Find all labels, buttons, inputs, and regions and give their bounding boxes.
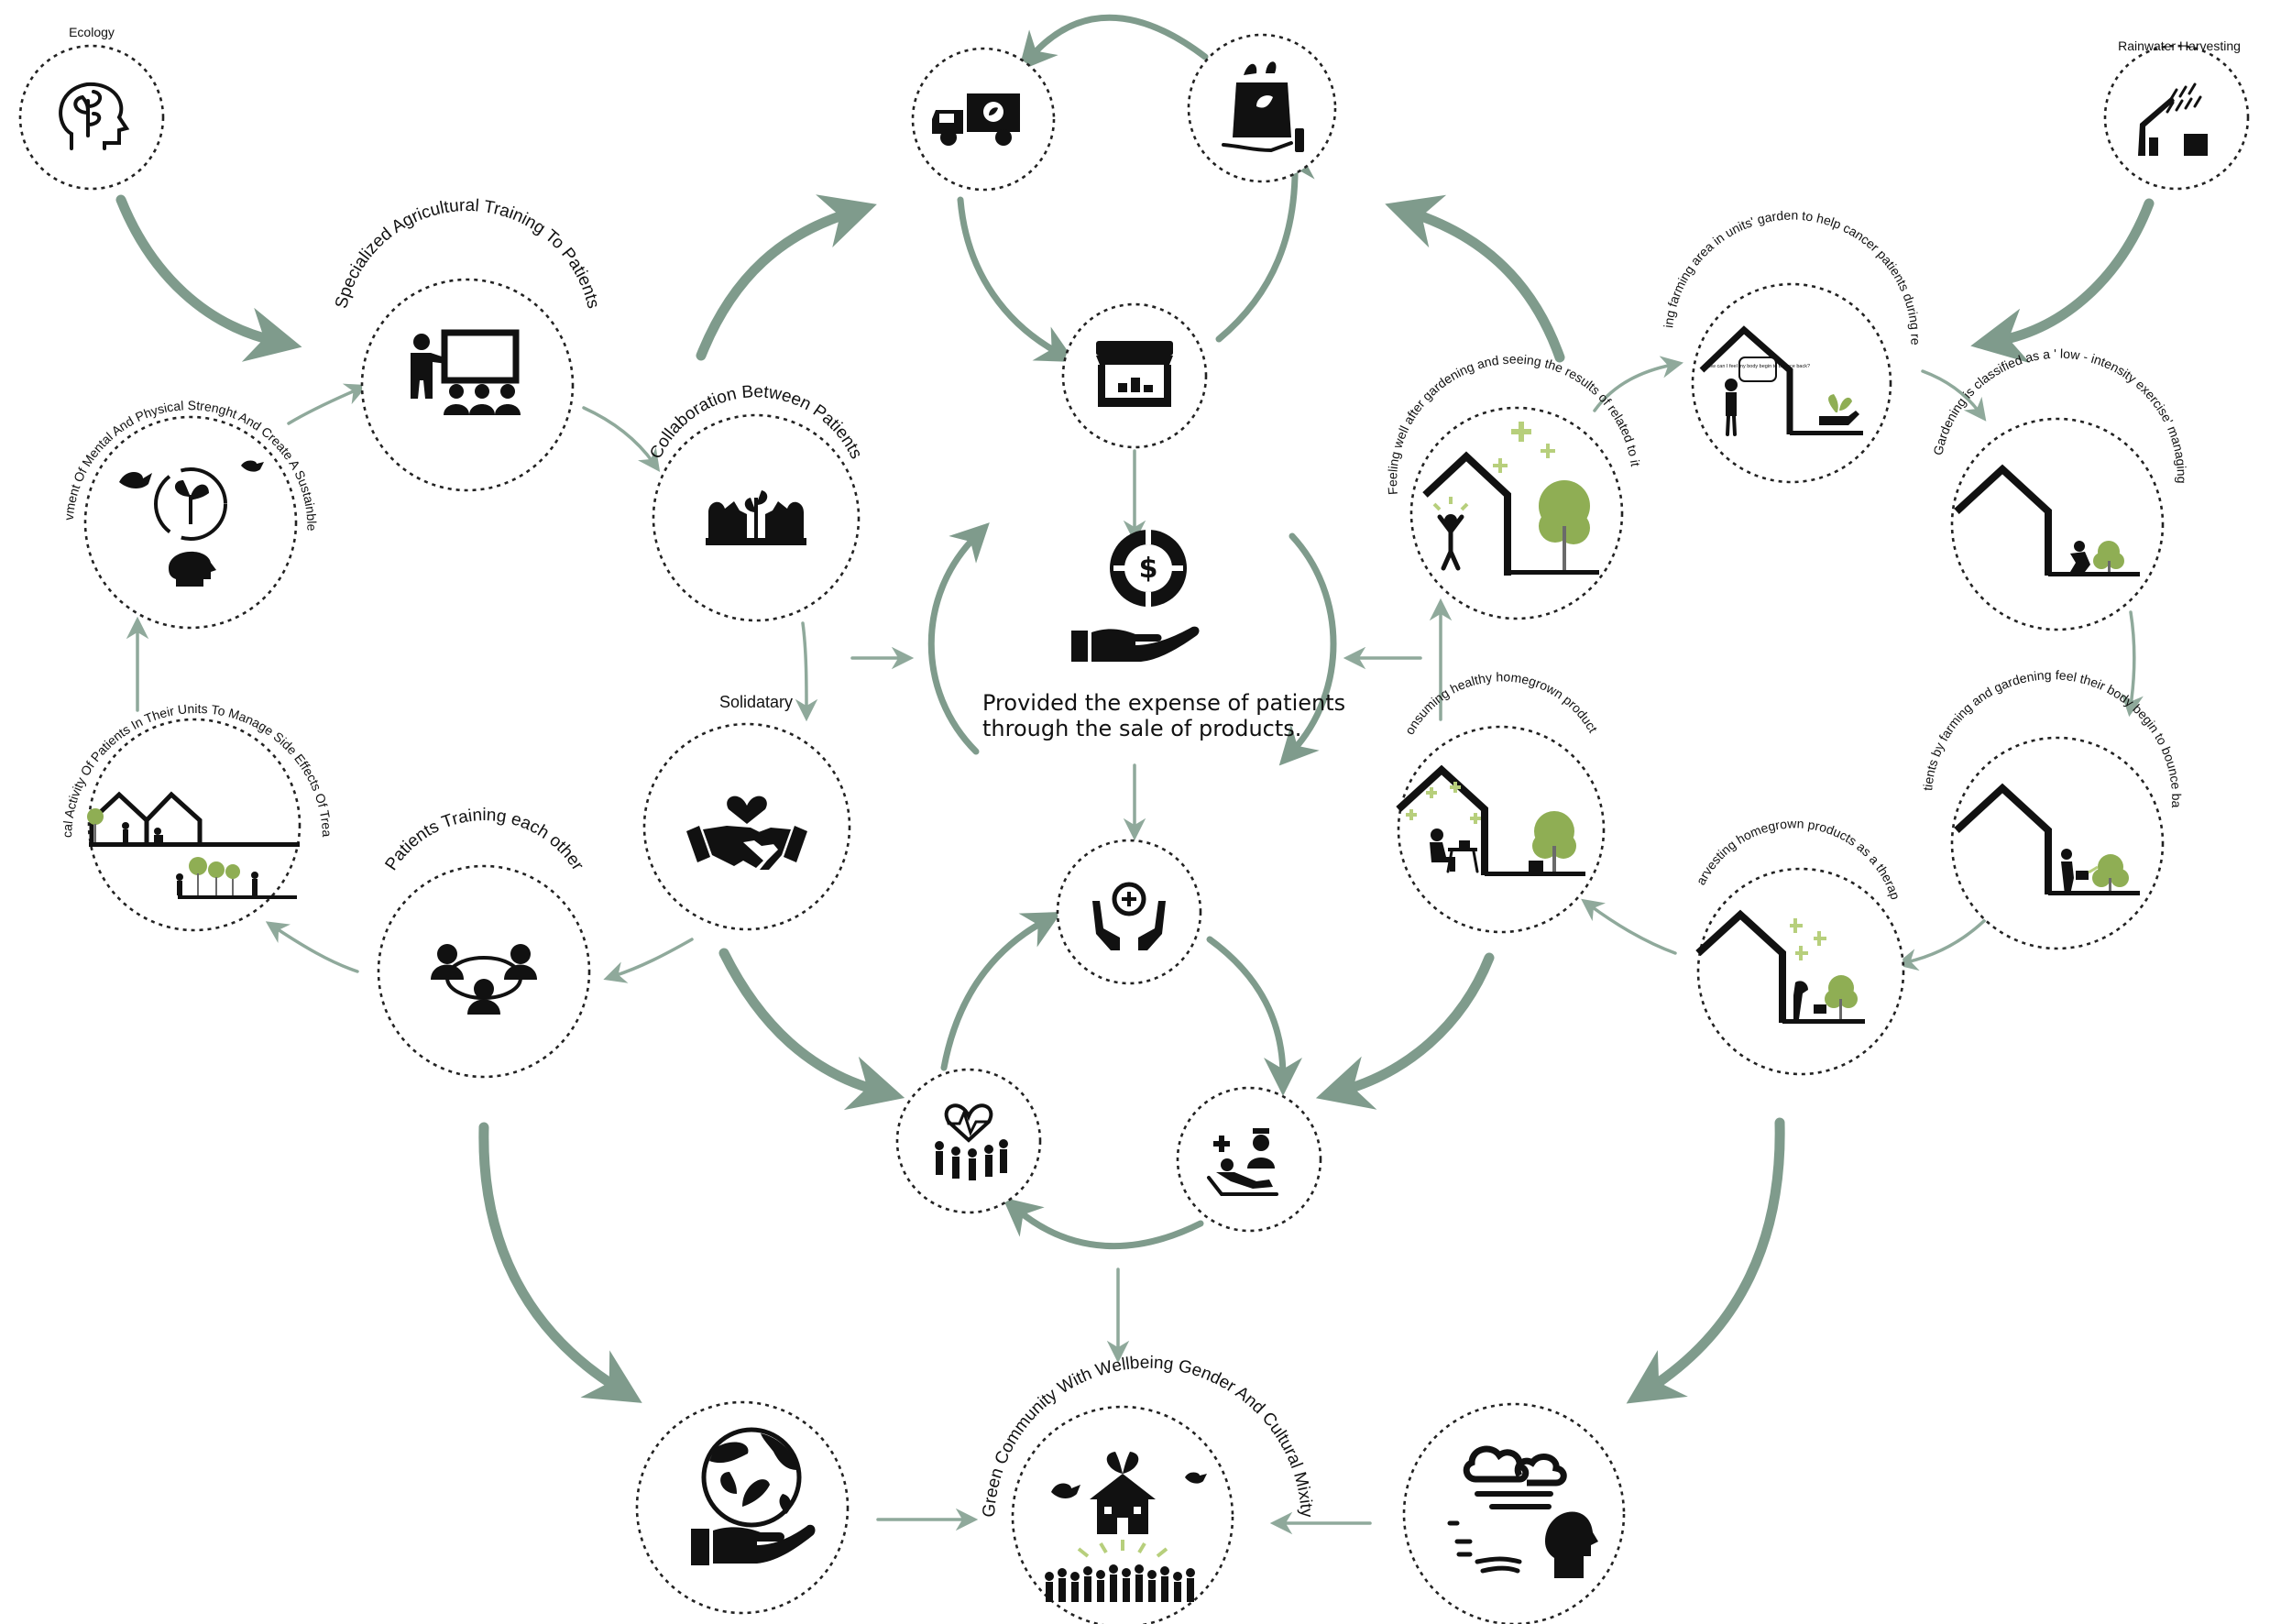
arrow-heart-to-health <box>940 911 1062 1071</box>
heart-people-icon <box>935 1103 1008 1180</box>
homegrown-meal-icon <box>1396 764 1585 876</box>
node-heart-people <box>895 1068 1042 1214</box>
classroom-icon <box>411 329 521 415</box>
market-stall-icon <box>1096 341 1173 407</box>
arrow-market-to-bag <box>1215 141 1315 343</box>
delivery-truck-icon <box>932 93 1020 146</box>
arrow-truck-to-market <box>957 196 1076 363</box>
clean-air-icon <box>1447 1445 1598 1578</box>
arrow-providing-to-gardening <box>1921 369 1987 422</box>
label-ecology: Ecology <box>69 25 115 39</box>
arrow-harvest-to-consuming <box>1581 898 1677 955</box>
svg-text:$: $ <box>1139 553 1158 585</box>
arrow-health-to-nurse <box>1206 936 1302 1096</box>
node-rainwater: Rainwater Harvesting <box>2103 38 2250 191</box>
node-bag <box>1187 33 1337 183</box>
center-text-line1: Provided the expense of patients <box>982 690 1345 716</box>
money-hand-icon: $ <box>1071 530 1200 662</box>
community-icon <box>1045 1452 1207 1602</box>
label-consuming: Consuming healthy homegrown products <box>0 0 1601 737</box>
harvest-therapy-icon <box>1695 909 1865 1024</box>
arrow-feeling-to-bag <box>1385 194 1565 363</box>
node-market <box>1061 302 1208 449</box>
nurse-patient-icon <box>1207 1128 1278 1196</box>
node-breath <box>1402 1402 1626 1624</box>
sprout-hands-icon <box>706 490 806 545</box>
node-money: $ Provided the expense of patients throu… <box>982 530 1345 741</box>
node-globe <box>635 1400 850 1615</box>
node-collaboration: Collaboration Between Patients <box>646 382 866 622</box>
node-truck <box>911 47 1056 192</box>
node-gardening: Gardening is classified as a ' low - int… <box>1930 346 2189 631</box>
arrow-ptraining-to-globe <box>478 1122 642 1403</box>
houses-activity-icon <box>87 791 300 899</box>
label-solidatary: Solidatary <box>719 693 793 711</box>
arrow-solidatary-to-ptraining <box>603 938 694 983</box>
gardening-joy-icon <box>1422 422 1599 576</box>
health-hands-icon <box>1092 882 1166 950</box>
speech-bubble-text: How can I feel my body begin to bounce b… <box>1705 364 1810 369</box>
flow-arrows <box>115 14 2155 1535</box>
arrow-ptraining-to-physical <box>265 921 359 973</box>
arrow-solidatary-to-heart <box>718 948 905 1111</box>
heart-handshake-icon <box>686 796 807 870</box>
team-icon <box>431 944 537 1015</box>
watering-plant-icon <box>1954 783 2140 895</box>
center-text-line2: through the sale of products. <box>982 716 1301 741</box>
node-patients-training: Patients Training each other <box>377 806 591 1079</box>
arrow-training-to-collab <box>582 406 661 472</box>
node-health <box>1056 839 1202 985</box>
arrow-improve-to-training <box>287 383 368 425</box>
node-training: Specialized Agricultural Training To Pat… <box>332 196 603 492</box>
farming-area-icon: How can I feel my body begin to bounce b… <box>1699 325 1863 436</box>
arrow-money-left-arc <box>927 522 990 755</box>
node-ecology: Ecology <box>18 25 165 191</box>
label-patients-training: Patients Training each other <box>381 806 587 874</box>
label-rainwater: Rainwater Harvesting <box>2118 38 2241 53</box>
globe-hand-icon <box>691 1427 816 1565</box>
arrow-collab-to-solidatary <box>795 621 818 722</box>
growth-cycle-icon <box>119 460 264 587</box>
head-plant-icon <box>59 82 130 150</box>
node-green-community: Green Community With Wellbeing Gender An… <box>980 1354 1316 1624</box>
rain-house-icon <box>2138 82 2208 156</box>
arrow-consuming-to-nurse <box>1315 952 1495 1110</box>
node-solidatary: Solidatary <box>642 693 851 931</box>
node-feeling-well: Feeling well after gardening and seeing … <box>1385 352 1643 620</box>
arrow-rain-to-providing <box>1970 198 2155 364</box>
arrow-ecology-to-training <box>115 194 302 362</box>
node-nurse <box>1176 1086 1322 1233</box>
arrow-body-to-harvest <box>1895 915 1990 971</box>
grocery-bag-icon <box>1222 61 1304 153</box>
arrow-bag-to-truck <box>1018 14 1209 71</box>
arrow-training-to-truck <box>696 194 877 361</box>
arrow-harvest-to-breath <box>1626 1117 1785 1404</box>
arrow-nurse-to-heart <box>1002 1197 1204 1250</box>
arrow-feeling-to-providing <box>1593 356 1684 412</box>
arrow-gardening-to-body <box>2121 610 2144 718</box>
gardening-house-icon <box>1954 464 2140 576</box>
arrow-money-right-arc <box>1278 532 1337 766</box>
